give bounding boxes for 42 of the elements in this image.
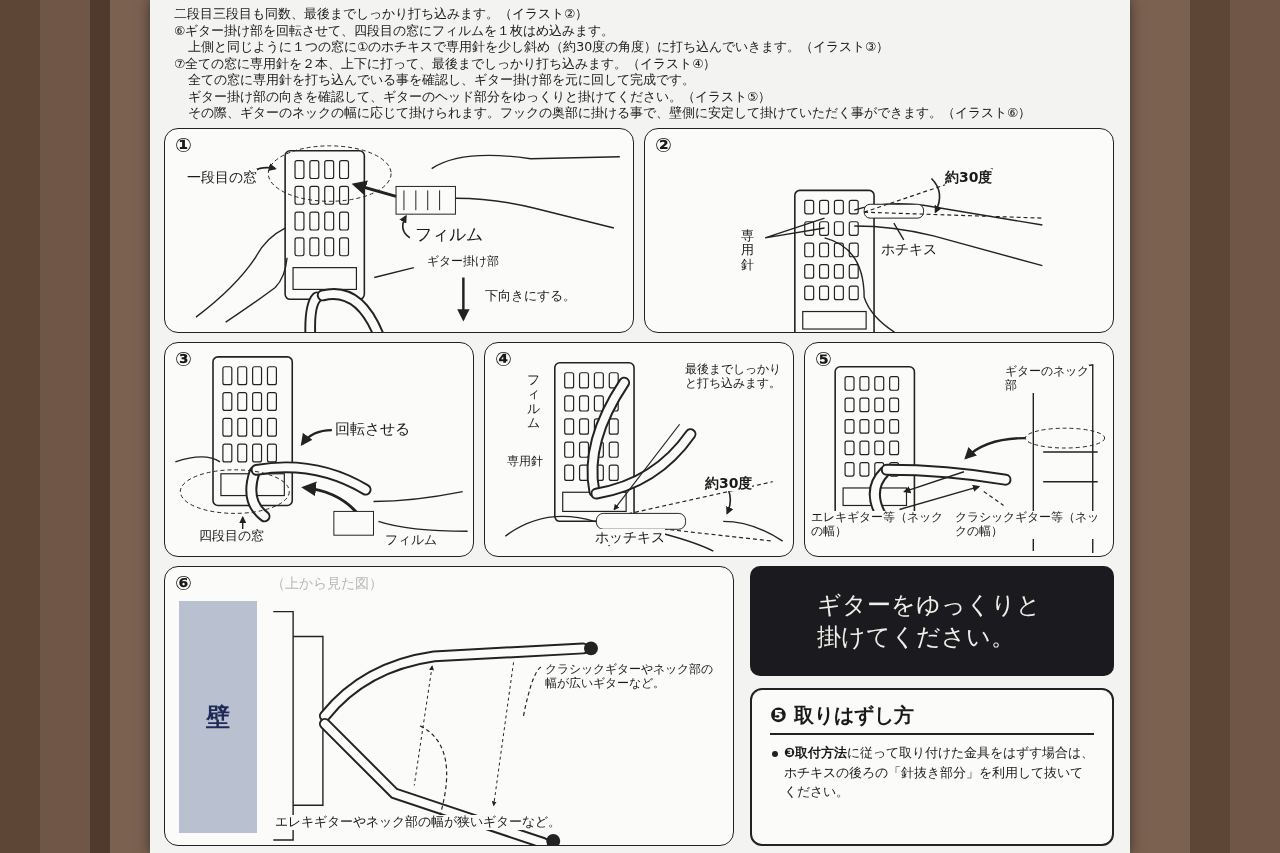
- callout-label: 一段目の窓: [187, 169, 257, 186]
- wall-band: [179, 601, 257, 833]
- illustration-panel: [164, 342, 474, 557]
- callout-label: フィルム: [385, 533, 437, 548]
- callout-label: クラシックギターやネック部の幅が広いギターなど。: [545, 663, 715, 691]
- instruction-text: 二段目三段目も同数、最後までしっかり打ち込みます。（イラスト②）: [174, 6, 590, 23]
- instruction-text: ⑦全ての窓に専用針を２本、上下に打って、最後までしっかり打ち込みます。（イラスト④）: [174, 55, 718, 72]
- instruction-text: 全ての窓に専用針を打ち込んでいる事を確認し、ギター掛け部を元に回して完成です。: [187, 72, 696, 89]
- step-number: ①: [175, 133, 192, 157]
- callout-label: 専用針: [507, 455, 543, 469]
- step-number: ③: [175, 347, 192, 371]
- illustration-panel: [164, 128, 634, 333]
- instruction-text: その際、ギターのネックの幅に応じて掛けられます。フックの奥部に掛ける事で、壁側に安定して掛けていただく事ができます。（イラスト⑥）: [187, 105, 1033, 122]
- callout-label: 最後までしっかりと打ち込みます。: [685, 363, 781, 391]
- callout-label: ギター掛け部: [427, 255, 499, 269]
- callout-label: ギターのネック部: [1005, 365, 1089, 393]
- instruction-text: ⑥ギター掛け部を回転させて、四段目の窓にフィルムを１枚はめ込みます。: [174, 22, 616, 39]
- callout-label: 回転させる: [335, 421, 410, 439]
- illustration-panel: [804, 342, 1114, 557]
- step-number: ⑤: [815, 347, 832, 371]
- notice-banner: [750, 566, 1114, 676]
- illustration-panel: [644, 128, 1114, 333]
- notice-text: ギターをゆっくりと掛けてください。: [817, 589, 1042, 653]
- callout-label: ホチキス: [881, 241, 937, 258]
- illustration-panel: [164, 566, 734, 846]
- step-number: ⑥: [175, 571, 192, 595]
- instruction-text: ❸取付方法に従って取り付けた金具をはずす場合は、ホチキスの後ろの「針抜き部分」を利用して抜いてください。: [770, 743, 1094, 802]
- section-heading: ❺ 取りはずし方: [770, 702, 1094, 735]
- callout-label: 四段目の窓: [199, 529, 264, 544]
- illustration-panel: [484, 342, 794, 557]
- callout-label: フィルム: [415, 225, 483, 245]
- wall-label: 壁: [206, 702, 230, 733]
- instruction-text: 上側と同じように１つの窓に①のホチキスで専用針を少し斜め（約30度の角度）に打ち込んでいきます。（イラスト③）: [187, 39, 891, 56]
- step-number: ④: [495, 347, 512, 371]
- callout-label: フィルム: [527, 373, 540, 431]
- callout-label: 約30度: [945, 169, 993, 186]
- step-number: ②: [655, 133, 672, 157]
- removal-section-card: [750, 688, 1114, 846]
- instruction-text: ギター掛け部の向きを確認して、ギターのヘッド部分をゆっくりと掛けてください。（イラスト⑤）: [187, 88, 773, 105]
- callout-label: 専用針: [741, 229, 754, 272]
- callout-label: 約30度: [705, 475, 753, 492]
- callout-label: ホッチキス: [595, 529, 665, 546]
